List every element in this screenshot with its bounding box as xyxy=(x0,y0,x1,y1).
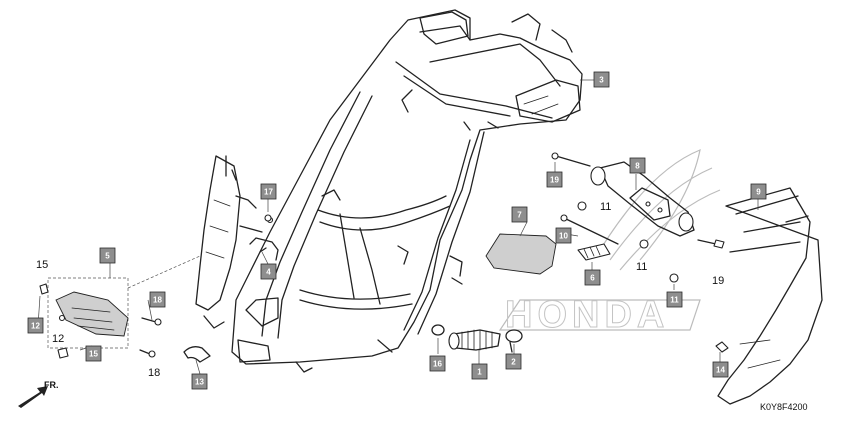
label-box-1: 1 xyxy=(471,363,488,380)
label-box-14: 14 xyxy=(712,361,729,378)
frame-body xyxy=(203,9,583,373)
label-box-10: 10 xyxy=(555,227,572,244)
label-box-18: 18 xyxy=(149,291,166,308)
label-12-plain: 12 xyxy=(52,333,64,345)
label-box-9: 9 xyxy=(750,183,767,200)
label-11-lower: 11 xyxy=(636,261,647,273)
watermark: HONDA xyxy=(498,149,721,337)
part-6-collar xyxy=(577,243,611,261)
steering-head xyxy=(195,155,263,311)
label-18-plain: 18 xyxy=(148,367,160,379)
part-2-clamp xyxy=(505,329,523,353)
part-1-boot xyxy=(448,329,501,351)
part-18-bolts xyxy=(139,317,162,358)
label-9-text: 9 xyxy=(756,188,761,197)
label-17-text: 17 xyxy=(264,188,273,197)
part-19-bolts xyxy=(551,152,725,249)
label-4-text: 4 xyxy=(266,268,271,277)
direction-label: FR. xyxy=(44,380,59,390)
label-6-text: 6 xyxy=(590,274,595,283)
part-7-cover xyxy=(485,233,557,275)
label-box-13: 13 xyxy=(191,373,208,390)
part-13-clamp xyxy=(183,346,211,363)
part-16-band xyxy=(431,324,445,336)
watermark-text: HONDA xyxy=(505,294,669,336)
label-box-15: 15 xyxy=(85,345,102,362)
label-box-6: 6 xyxy=(584,269,601,286)
label-box-12: 12 xyxy=(27,317,44,334)
label-18-text: 18 xyxy=(153,296,162,305)
label-box-11: 11 xyxy=(666,291,683,308)
label-13-text: 13 xyxy=(195,378,204,387)
part-11-nuts xyxy=(577,201,679,283)
label-14-text: 14 xyxy=(716,366,725,375)
label-16-text: 16 xyxy=(433,360,442,369)
label-box-4: 4 xyxy=(260,263,277,280)
label-11-text: 11 xyxy=(670,296,679,305)
label-box-19: 19 xyxy=(546,171,563,188)
label-box-2: 2 xyxy=(505,353,522,370)
label-10-text: 10 xyxy=(559,232,568,241)
label-box-3: 3 xyxy=(593,71,610,88)
label-7-text: 7 xyxy=(517,211,522,220)
label-2-text: 2 xyxy=(511,358,516,367)
diagram-code: K0Y8F4200 xyxy=(760,402,808,412)
label-8-text: 8 xyxy=(635,162,640,171)
part-5-cover xyxy=(39,255,201,359)
label-box-7: 7 xyxy=(511,206,528,223)
label-box-16: 16 xyxy=(429,355,446,372)
part-10-bolt xyxy=(560,214,619,245)
front-direction-indicator: FR. xyxy=(18,380,59,408)
label-box-5: 5 xyxy=(99,247,116,264)
label-15-top: 15 xyxy=(36,259,48,271)
part-17-clip xyxy=(264,214,272,222)
label-19-right: 19 xyxy=(712,275,724,287)
part-14-clip xyxy=(715,341,729,353)
label-11-upper: 11 xyxy=(600,201,611,213)
part-9-guard xyxy=(717,187,823,405)
label-1-text: 1 xyxy=(477,368,482,377)
label-12-text: 12 xyxy=(31,322,40,331)
label-5-text: 5 xyxy=(105,252,110,261)
label-box-17: 17 xyxy=(260,183,277,200)
label-3-text: 3 xyxy=(599,76,604,85)
label-box-8: 8 xyxy=(629,157,646,174)
label-15-text: 15 xyxy=(89,350,98,359)
label-19-text: 19 xyxy=(550,176,559,185)
